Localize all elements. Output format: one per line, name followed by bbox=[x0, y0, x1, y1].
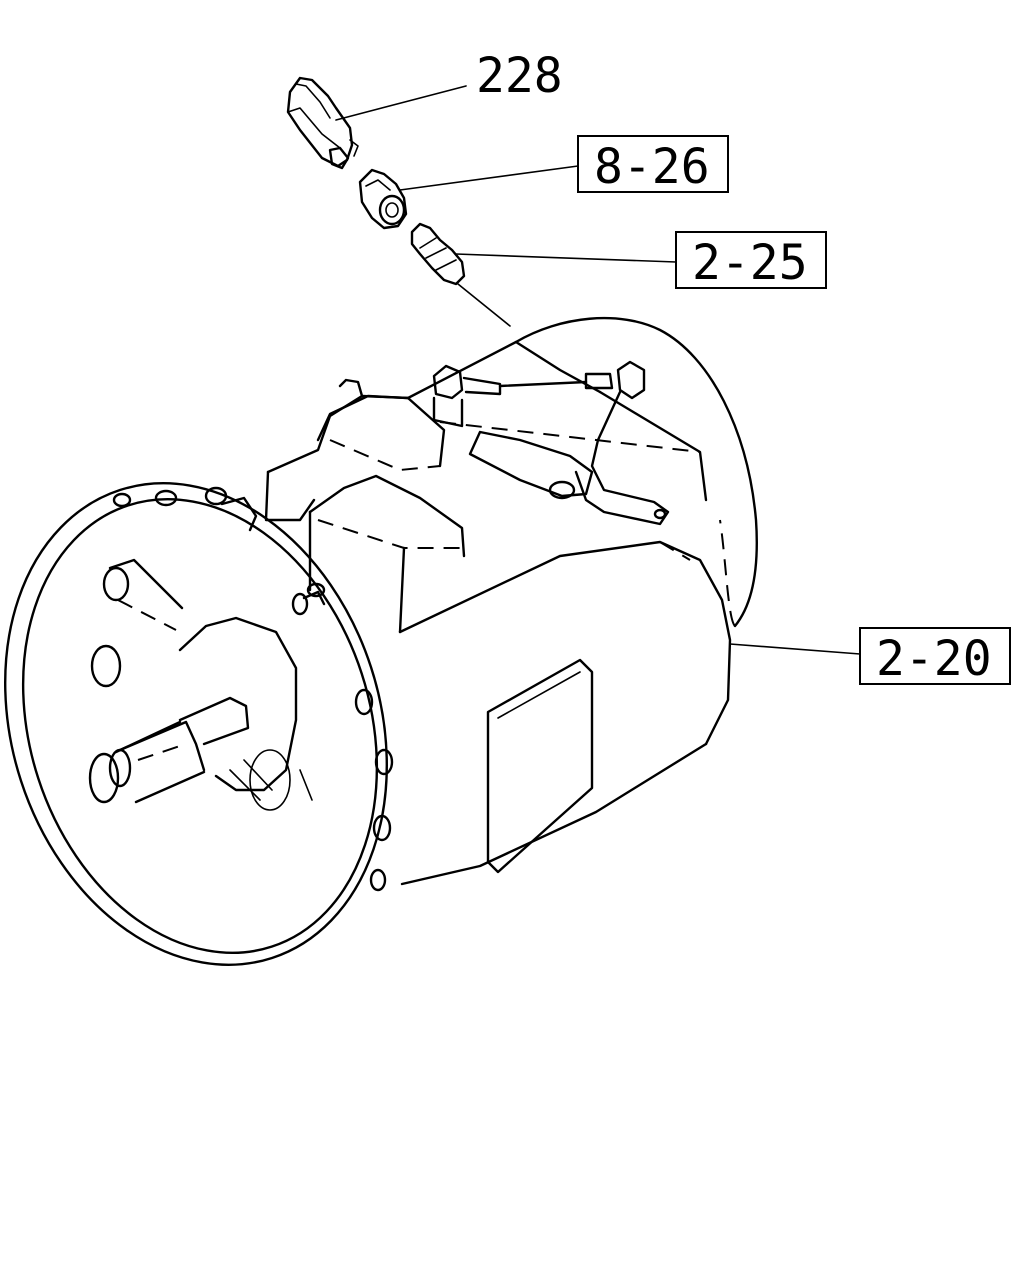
label-2-20: 2-20 bbox=[876, 631, 992, 687]
clutch-bell-housing bbox=[4, 482, 394, 966]
leader-2-25 bbox=[455, 253, 677, 263]
label-8-26: 8-26 bbox=[594, 139, 710, 195]
label-box-8-26 bbox=[577, 135, 729, 193]
leader-228 bbox=[335, 85, 467, 121]
leader-2-20 bbox=[729, 643, 861, 655]
label-228: 228 bbox=[476, 48, 563, 104]
install-line bbox=[457, 283, 511, 327]
transmission-assembly bbox=[204, 316, 758, 886]
part-2-25-switch bbox=[410, 222, 466, 286]
leader-8-26 bbox=[399, 165, 579, 191]
part-8-26-harness-connector bbox=[358, 168, 408, 230]
part-228-connector-cap bbox=[286, 76, 359, 170]
label-2-25: 2-25 bbox=[692, 235, 808, 291]
label-box-2-25 bbox=[675, 231, 827, 289]
label-box-2-20 bbox=[859, 627, 1011, 685]
